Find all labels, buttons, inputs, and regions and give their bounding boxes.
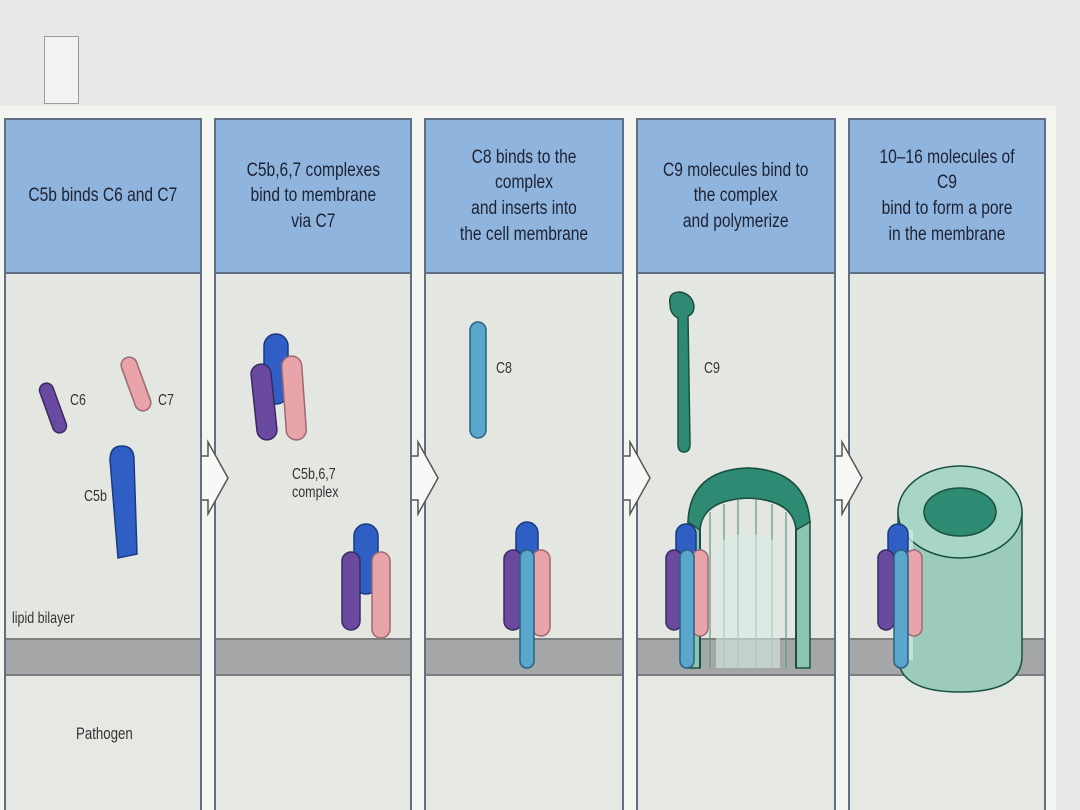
pathogen-region <box>426 676 622 810</box>
step-arrow-1 <box>202 439 229 517</box>
lipid-bilayer-band <box>216 638 410 676</box>
lipid-bilayer-band <box>6 638 200 676</box>
step-arrow-4 <box>836 439 863 517</box>
c5b-label: C5b <box>84 488 107 505</box>
membrane-attack-pore <box>897 465 1023 693</box>
panel-5-art <box>877 465 1023 693</box>
c9-label: C9 <box>704 360 720 377</box>
c9-polymer-arc <box>687 467 811 669</box>
c5b67-complex-floating <box>250 333 307 441</box>
panel-1-art <box>38 356 152 559</box>
c8-label: C8 <box>496 360 512 377</box>
panel-header-5: 10–16 molecules of C9 bind to form a por… <box>850 120 1044 274</box>
panel-4-art <box>665 291 811 669</box>
c6-molecule <box>38 382 68 434</box>
c5b678-complex <box>503 521 551 669</box>
panel-header-3: C8 binds to the complex and inserts into… <box>426 120 622 274</box>
c9-molecule <box>668 291 695 453</box>
c5b67-complex-membrane <box>341 523 391 639</box>
panel-header-text-1: C5b binds C6 and C7 <box>28 185 178 207</box>
slide-bullet-placeholder <box>44 36 79 104</box>
c7-molecule <box>120 356 152 412</box>
complement-mac-figure: C5b binds C6 and C7 C6 C7 C5b lipid bila… <box>0 106 1056 810</box>
panel-step-2: C5b,6,7 complexes bind to membrane via C… <box>214 118 412 810</box>
panel-3-art <box>469 321 551 669</box>
c5b-molecule <box>109 445 138 559</box>
panel-step-5: 10–16 molecules of C9 bind to form a por… <box>848 118 1046 810</box>
panel-header-2: C5b,6,7 complexes bind to membrane via C… <box>216 120 410 274</box>
panel-step-4: C9 molecules bind to the complex and pol… <box>636 118 836 810</box>
c5b678-complex <box>665 523 709 669</box>
c6-label: C6 <box>70 392 86 409</box>
panel-header-4: C9 molecules bind to the complex and pol… <box>638 120 834 274</box>
panel-header-text-5: 10–16 molecules of C9 bind to form a por… <box>879 146 1015 245</box>
pathogen-region <box>6 676 200 810</box>
pathogen-region <box>850 676 1044 810</box>
step-arrow-2 <box>412 439 439 517</box>
lipid-bilayer-label: lipid bilayer <box>12 610 75 627</box>
pathogen-label: Pathogen <box>76 724 133 743</box>
panel-step-1: C5b binds C6 and C7 C6 C7 C5b lipid bila… <box>4 118 202 810</box>
c5b678-complex <box>877 523 923 669</box>
pathogen-region <box>638 676 834 810</box>
complex-label: C5b,6,7 complex <box>292 466 339 502</box>
panel-header-text-3: C8 binds to the complex and inserts into… <box>459 146 589 245</box>
pathogen-region <box>216 676 410 810</box>
panel-header-text-2: C5b,6,7 complexes bind to membrane via C… <box>246 159 380 232</box>
c8-molecule <box>469 321 487 439</box>
panel-header-text-4: C9 molecules bind to the complex and pol… <box>663 159 809 232</box>
step-arrow-3 <box>624 439 651 517</box>
c7-label: C7 <box>158 392 174 409</box>
panel-step-3: C8 binds to the complex and inserts into… <box>424 118 624 810</box>
panel-2-art <box>250 333 391 639</box>
panel-header-1: C5b binds C6 and C7 <box>6 120 200 274</box>
